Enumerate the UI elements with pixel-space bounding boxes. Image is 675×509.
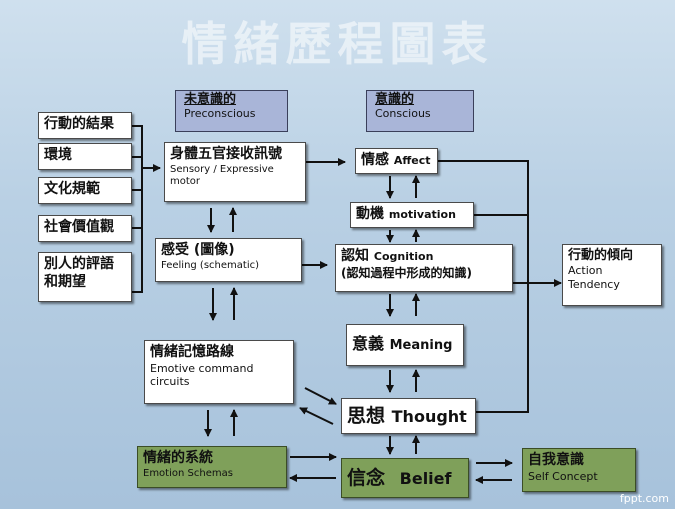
- node-emotion-schemas-zh: 情緒的系統: [143, 450, 213, 466]
- node-cognition-label: 認知 Cognition: [341, 248, 507, 266]
- node-affect-zh: 情感: [361, 152, 389, 168]
- node-feeling-en: Feeling (schematic): [161, 259, 259, 271]
- node-self-concept: 自我意識 Self Concept: [522, 448, 636, 492]
- input-action-result-label: 行動的結果: [44, 116, 114, 132]
- node-affect-en: Affect: [393, 154, 431, 167]
- node-thought-en: Thought: [391, 407, 467, 426]
- node-emotive: 情緒記憶路線 Emotive command circuits: [144, 340, 294, 404]
- node-affect: 情感 Affect: [355, 148, 438, 174]
- node-belief-en: Belief: [399, 469, 452, 488]
- header-conscious-zh: 意識的: [375, 92, 415, 107]
- header-preconscious-en: Preconscious: [184, 106, 256, 120]
- node-cognition-en: Cognition: [373, 250, 434, 263]
- diagram-title: 情緒歷程圖表: [181, 17, 494, 71]
- node-motivation-zh: 動機: [356, 206, 384, 222]
- node-belief-zh: 信念: [347, 467, 386, 489]
- header-preconscious-zh: 未意識的: [184, 92, 237, 107]
- node-motivation: 動機 motivation: [350, 202, 474, 228]
- node-meaning: 意義 Meaning: [346, 324, 464, 366]
- node-emotive-en: Emotive command circuits: [150, 361, 254, 389]
- node-affect-label: 情感 Affect: [361, 152, 432, 170]
- node-self-concept-en: Self Concept: [528, 469, 598, 483]
- node-feeling-zh: 感受 (圖像): [161, 242, 235, 258]
- input-culture-norms: 文化規範: [38, 177, 132, 204]
- node-belief: 信念 Belief: [341, 458, 469, 498]
- node-belief-label: 信念 Belief: [347, 467, 463, 491]
- input-environment: 環境: [38, 143, 132, 170]
- node-motivation-label: 動機 motivation: [356, 206, 468, 224]
- node-action-tendency-en: Action Tendency: [568, 264, 620, 291]
- node-cognition-zh: 認知: [341, 248, 369, 264]
- node-emotive-zh: 情緒記憶路線: [150, 344, 234, 360]
- node-action-tendency: 行動的傾向 Action Tendency: [562, 244, 662, 306]
- credit-text: fppt.com: [619, 492, 669, 505]
- input-social-values-label: 社會價值觀: [44, 219, 114, 235]
- node-cognition: 認知 Cognition (認知過程中形成的知識): [335, 244, 513, 292]
- input-bracket-line: [132, 125, 143, 293]
- input-culture-norms-label: 文化規範: [44, 181, 100, 197]
- node-meaning-label: 意義 Meaning: [352, 334, 458, 354]
- node-sensory: 身體五官接收訊號 Sensory / Expressive motor: [164, 142, 306, 202]
- arrow-thought-to-emotive: [299, 407, 334, 425]
- header-preconscious: 未意識的 Preconscious: [175, 90, 288, 132]
- node-feeling: 感受 (圖像) Feeling (schematic): [155, 238, 302, 282]
- node-meaning-zh: 意義: [352, 334, 385, 353]
- input-environment-label: 環境: [44, 147, 72, 163]
- node-cognition-sub: (認知過程中形成的知識): [341, 265, 472, 280]
- input-social-values: 社會價值觀: [38, 215, 132, 242]
- header-conscious: 意識的 Conscious: [366, 90, 474, 132]
- node-meaning-en: Meaning: [389, 338, 453, 353]
- node-emotion-schemas: 情緒的系統 Emotion Schemas: [137, 446, 287, 488]
- input-action-result: 行動的結果: [38, 112, 132, 139]
- arrow-emotive-to-thought: [304, 387, 337, 405]
- node-thought: 思想 Thought: [341, 398, 476, 434]
- node-sensory-zh: 身體五官接收訊號: [170, 146, 282, 162]
- collector-affect-line: [438, 160, 529, 413]
- node-emotion-schemas-en: Emotion Schemas: [143, 467, 233, 479]
- node-sensory-en: Sensory / Expressive motor: [170, 163, 274, 188]
- node-motivation-en: motivation: [388, 208, 456, 221]
- node-thought-zh: 思想: [347, 405, 386, 427]
- header-conscious-en: Conscious: [375, 106, 431, 120]
- input-others-comments-label: 別人的評語和期望: [44, 256, 114, 290]
- node-thought-label: 思想 Thought: [347, 405, 470, 429]
- node-action-tendency-zh: 行動的傾向: [568, 248, 634, 263]
- node-self-concept-zh: 自我意識: [528, 452, 584, 468]
- input-others-comments: 別人的評語和期望: [38, 252, 132, 302]
